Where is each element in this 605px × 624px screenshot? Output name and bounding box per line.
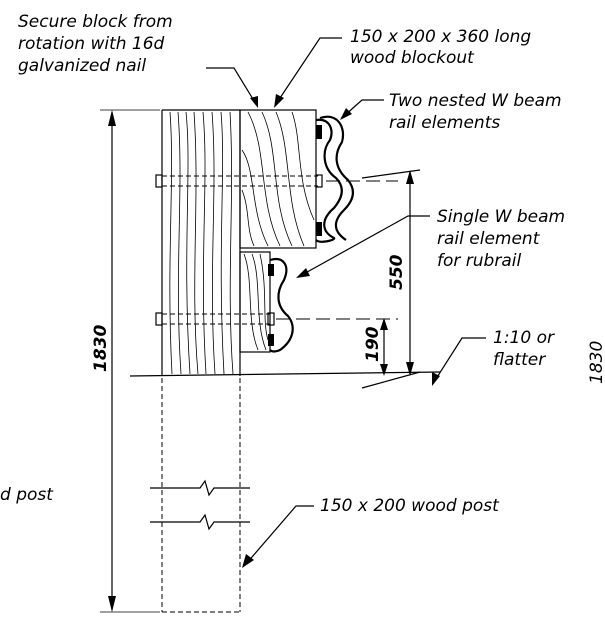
label-wood-post-partial: d post	[0, 485, 54, 505]
embedded-post	[150, 378, 250, 613]
label-wood-post: 150 x 200 wood post	[320, 496, 500, 516]
nested-w-beam-rail	[315, 115, 354, 243]
svg-text:rail element: rail element	[437, 229, 541, 249]
label-edge-partial: 1830	[587, 341, 605, 384]
dimension-rubrail-height: 190	[363, 318, 388, 376]
upper-bolt	[155, 174, 323, 188]
label-secure-block: Secure block from rotation with 16d galv…	[18, 12, 173, 76]
dimension-1830: 1830	[91, 325, 111, 372]
label-single-w-beam: Single W beam rail element for rubrail	[437, 207, 565, 271]
leader-blockout	[274, 37, 342, 108]
ground-line	[129, 371, 441, 377]
single-w-beam-rubrail	[268, 258, 294, 353]
svg-text:flatter: flatter	[493, 350, 546, 370]
svg-text:Two nested W beam: Two nested W beam	[389, 91, 562, 111]
svg-text:150 x 200 x 360 long: 150 x 200 x 360 long	[350, 27, 531, 47]
dimension-550: 550	[387, 254, 407, 290]
wood-blockout	[239, 109, 317, 249]
leader-nested-w-beam	[340, 99, 384, 120]
leader-slope	[432, 337, 486, 386]
leader-single-w-beam	[296, 215, 430, 278]
label-blockout: 150 x 200 x 360 long wood blockout	[350, 27, 531, 68]
dimension-190: 190	[363, 326, 383, 362]
dimension-rail-height: 550	[387, 170, 414, 376]
leader-wood-post	[242, 505, 314, 568]
svg-text:Single W beam: Single W beam	[437, 207, 565, 227]
rubrail-block	[239, 251, 271, 353]
svg-text:1:10 or: 1:10 or	[493, 328, 555, 348]
svg-text:galvanized nail: galvanized nail	[18, 56, 146, 76]
svg-text:for rubrail: for rubrail	[437, 251, 521, 271]
svg-text:rail elements: rail elements	[389, 113, 500, 133]
svg-text:rotation with 16d: rotation with 16d	[18, 34, 165, 54]
svg-text:Secure block from: Secure block from	[18, 12, 173, 32]
slope-line	[361, 371, 421, 389]
dimension-post-height: 1830	[91, 109, 160, 613]
label-slope: 1:10 or flatter	[493, 328, 555, 370]
lower-bolt	[155, 312, 275, 326]
leader-secure-block	[206, 67, 258, 108]
wood-post	[161, 109, 241, 376]
svg-text:wood blockout: wood blockout	[350, 48, 475, 68]
label-nested-w-beam: Two nested W beam rail elements	[389, 91, 562, 133]
